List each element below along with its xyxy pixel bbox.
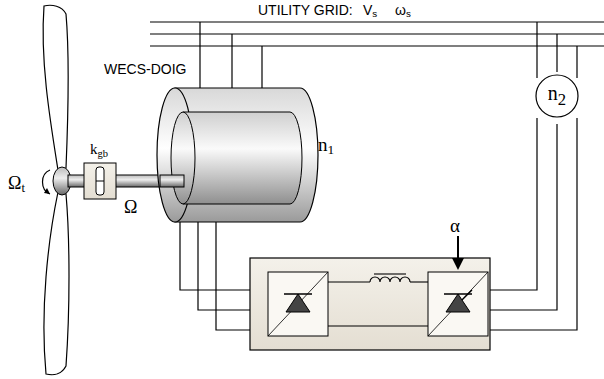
grid-title: UTILITY GRID: bbox=[258, 3, 353, 17]
transformer-ratio: n2 bbox=[548, 83, 566, 109]
transformer-circle: n2 bbox=[535, 74, 579, 118]
turbine-speed: Ωt bbox=[8, 174, 25, 195]
gearbox-ratio: kgb bbox=[90, 142, 108, 159]
shaft-speed: Ω bbox=[124, 198, 137, 216]
system-name: WECS-DOIG bbox=[104, 62, 186, 76]
voltage-symbol: Vs bbox=[363, 3, 377, 19]
firing-angle: α bbox=[450, 216, 460, 235]
frequency-symbol: ωs bbox=[395, 3, 411, 19]
stator-turns: n1 bbox=[318, 135, 334, 157]
